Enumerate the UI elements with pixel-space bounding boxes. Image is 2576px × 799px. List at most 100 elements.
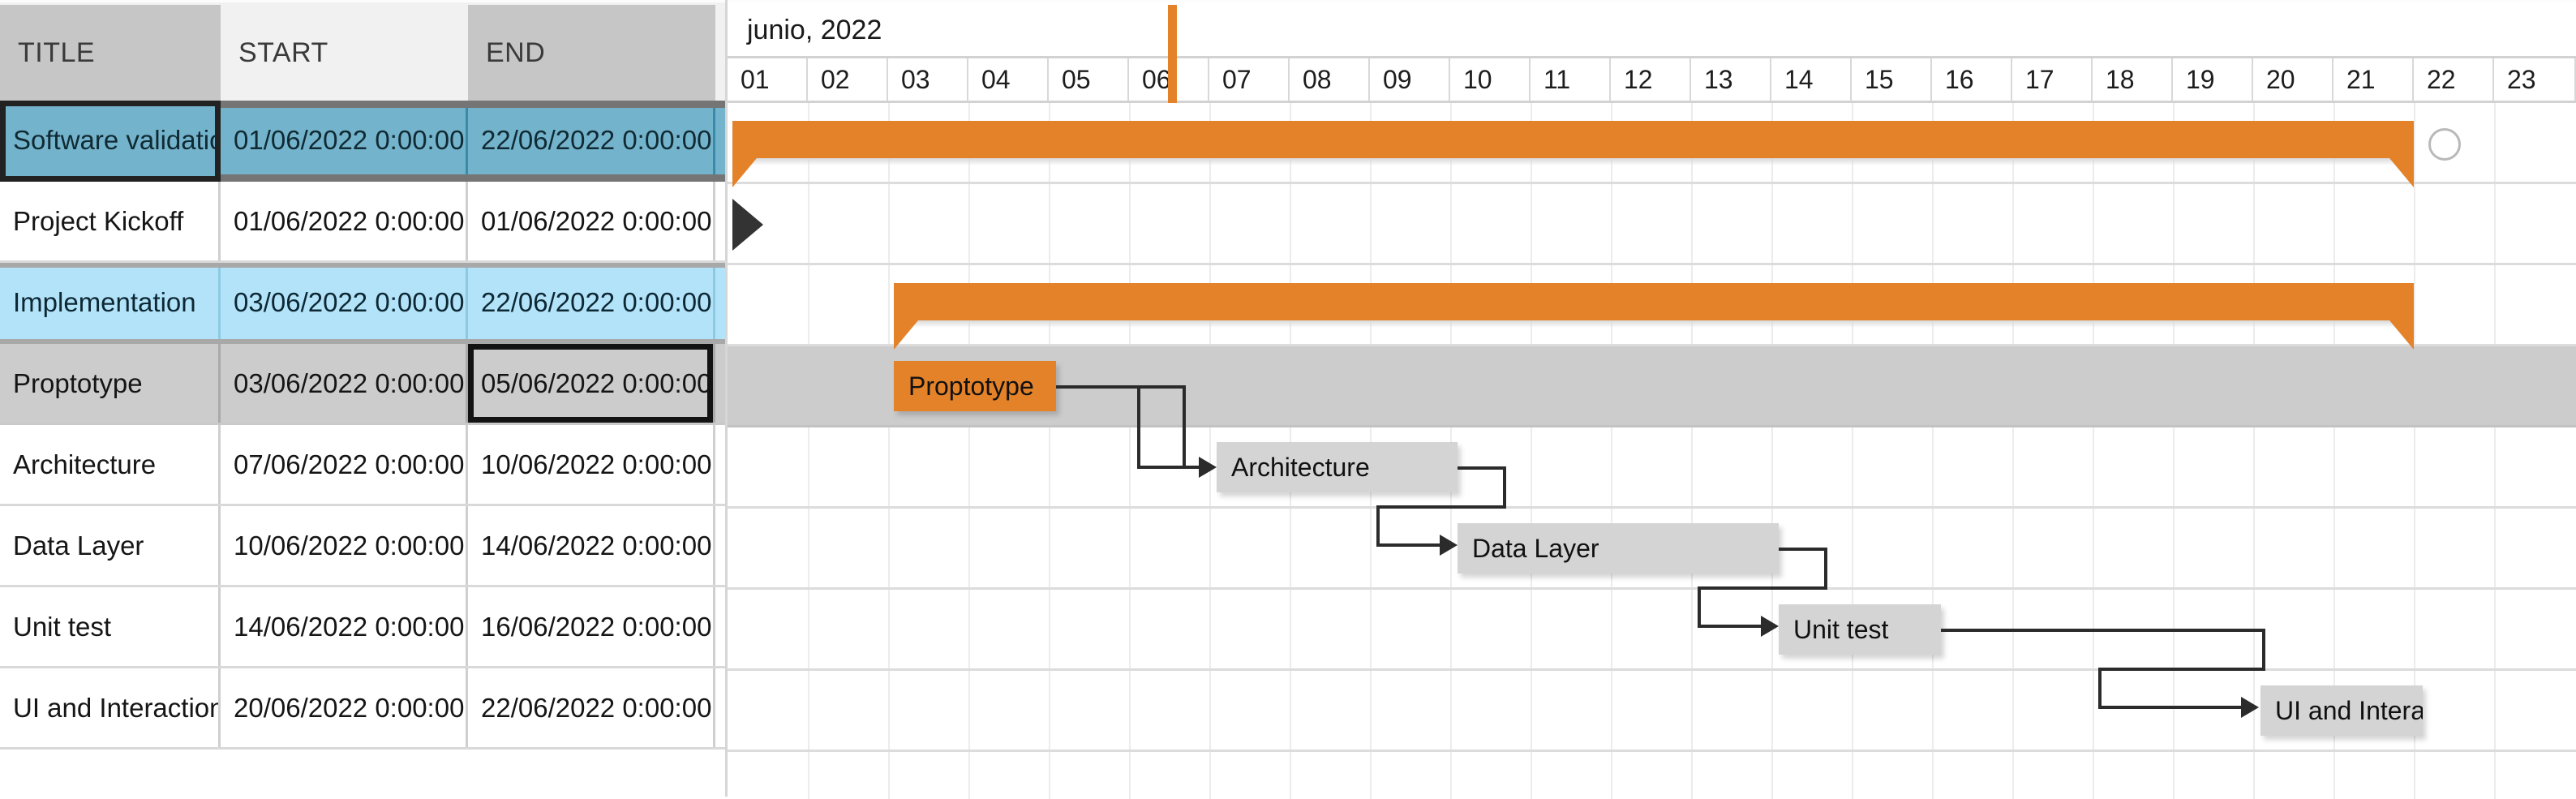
task-bar-label: Architecture	[1231, 452, 1370, 482]
day-cell-06[interactable]: 06	[1129, 58, 1209, 101]
table-row[interactable]: UI and Interaction 20/06/2022 0:00:00 22…	[0, 668, 725, 750]
column-header-end[interactable]: END	[468, 5, 715, 101]
day-cell-15[interactable]: 15	[1852, 58, 1932, 101]
day-cell-18[interactable]: 18	[2093, 58, 2173, 101]
timeline-panel[interactable]: junio, 2022 01 02 03 04 05 06 07 08 09 1…	[728, 0, 2576, 799]
summary-resize-handle[interactable]	[2428, 128, 2461, 161]
summary-bar-software-validation[interactable]	[732, 121, 2414, 187]
day-cell-01[interactable]: 01	[728, 58, 808, 101]
cell-title[interactable]: UI and Interaction	[0, 668, 221, 747]
timeline-row[interactable]	[728, 671, 2576, 752]
task-grid[interactable]: TITLE START END Software validation 01/0…	[0, 0, 728, 797]
day-cell-20[interactable]: 20	[2253, 58, 2333, 101]
task-bar-ui-and-interaction[interactable]: UI and Interac	[2260, 685, 2423, 736]
cell-end[interactable]: 05/06/2022 0:00:00	[468, 344, 715, 423]
timeline-row[interactable]	[728, 509, 2576, 590]
cell-start[interactable]: 03/06/2022 0:00:00	[221, 344, 468, 423]
cell-end[interactable]: 22/06/2022 0:00:00	[468, 101, 715, 179]
day-cell-19[interactable]: 19	[2173, 58, 2253, 101]
dependency-link	[1376, 505, 1380, 547]
table-row[interactable]: Data Layer 10/06/2022 0:00:00 14/06/2022…	[0, 506, 725, 587]
cell-end[interactable]: 16/06/2022 0:00:00	[468, 587, 715, 666]
task-bar-unit-test[interactable]: Unit test	[1779, 604, 1941, 655]
dependency-link	[2262, 629, 2265, 671]
day-cell-14[interactable]: 14	[1771, 58, 1852, 101]
table-row[interactable]: Software validation 01/06/2022 0:00:00 2…	[0, 101, 725, 182]
cell-start[interactable]: 14/06/2022 0:00:00	[221, 587, 468, 666]
cell-title[interactable]: Implementation	[0, 263, 221, 342]
day-cell-22[interactable]: 22	[2414, 58, 2494, 101]
cell-title[interactable]: Unit test	[0, 587, 221, 666]
cell-extra[interactable]: 0	[715, 344, 725, 423]
timeline-day-header: 01 02 03 04 05 06 07 08 09 10 11 12 13 1…	[728, 58, 2576, 103]
cell-title[interactable]: Proptotype	[0, 344, 221, 423]
cell-end[interactable]: 22/06/2022 0:00:00	[468, 668, 715, 747]
cell-extra[interactable]: 1	[715, 587, 725, 666]
cell-start[interactable]: 03/06/2022 0:00:00	[221, 263, 468, 342]
table-row[interactable]: Architecture 07/06/2022 0:00:00 10/06/20…	[0, 425, 725, 506]
cell-extra[interactable]: 0	[715, 506, 725, 585]
task-bar-proptotype[interactable]: Proptotype	[894, 361, 1056, 411]
task-bar-data-layer[interactable]: Data Layer	[1458, 523, 1779, 573]
day-cell-13[interactable]: 13	[1691, 58, 1771, 101]
task-bar-architecture[interactable]: Architecture	[1217, 442, 1458, 492]
cell-end[interactable]: 01/06/2022 0:00:00	[468, 182, 715, 260]
cell-end[interactable]: 22/06/2022 0:00:00	[468, 263, 715, 342]
dependency-link	[1137, 385, 1140, 467]
column-header-start[interactable]: START	[221, 5, 468, 101]
cell-start[interactable]: 01/06/2022 0:00:00	[221, 101, 468, 179]
column-header-end-label: END	[486, 37, 546, 68]
cell-extra[interactable]: 0	[715, 101, 725, 179]
cell-title[interactable]: Software validation	[0, 101, 221, 179]
cell-extra[interactable]: 3	[715, 182, 725, 260]
timeline-row[interactable]	[728, 590, 2576, 671]
dependency-link	[2098, 706, 2244, 709]
dependency-link	[1056, 385, 1186, 389]
day-cell-05[interactable]: 05	[1049, 58, 1129, 101]
table-row[interactable]: Unit test 14/06/2022 0:00:00 16/06/2022 …	[0, 587, 725, 668]
summary-cap-left	[894, 320, 918, 350]
cell-title[interactable]: Data Layer	[0, 506, 221, 585]
bar-shadow	[894, 320, 2414, 328]
day-cell-23[interactable]: 23	[2494, 58, 2576, 101]
summary-bar-implementation[interactable]	[894, 283, 2414, 350]
timeline-row[interactable]	[728, 427, 2576, 509]
dependency-link	[1503, 466, 1506, 509]
cell-title[interactable]: Project Kickoff	[0, 182, 221, 260]
day-cell-04[interactable]: 04	[968, 58, 1049, 101]
cell-extra[interactable]: 1	[715, 668, 725, 747]
cell-start[interactable]: 07/06/2022 0:00:00	[221, 425, 468, 504]
day-cell-16[interactable]: 16	[1932, 58, 2012, 101]
day-cell-11[interactable]: 11	[1531, 58, 1611, 101]
cell-extra[interactable]: 0	[715, 425, 725, 504]
day-cell-07[interactable]: 07	[1209, 58, 1290, 101]
cell-start[interactable]: 20/06/2022 0:00:00	[221, 668, 468, 747]
day-cell-08[interactable]: 08	[1290, 58, 1370, 101]
cell-end[interactable]: 10/06/2022 0:00:00	[468, 425, 715, 504]
day-cell-21[interactable]: 21	[2333, 58, 2414, 101]
day-cell-02[interactable]: 02	[808, 58, 888, 101]
day-cell-12[interactable]: 12	[1611, 58, 1691, 101]
column-header-extra[interactable]	[715, 5, 725, 101]
cell-title[interactable]: Architecture	[0, 425, 221, 504]
day-cell-17[interactable]: 17	[2012, 58, 2093, 101]
cell-end[interactable]: 14/06/2022 0:00:00	[468, 506, 715, 585]
dependency-link	[1941, 629, 2265, 632]
timeline-row[interactable]	[728, 265, 2576, 346]
day-cell-10[interactable]: 10	[1450, 58, 1531, 101]
cell-extra[interactable]: 0	[715, 263, 725, 342]
timeline-row[interactable]	[728, 103, 2576, 184]
timeline-row[interactable]	[728, 184, 2576, 265]
milestone-marker-project-kickoff[interactable]	[732, 199, 763, 251]
day-cell-03[interactable]: 03	[888, 58, 968, 101]
table-row[interactable]: Implementation 03/06/2022 0:00:00 22/06/…	[0, 263, 725, 344]
grid-empty-area	[0, 750, 725, 797]
cell-start[interactable]: 10/06/2022 0:00:00	[221, 506, 468, 585]
day-cell-09[interactable]: 09	[1370, 58, 1450, 101]
cell-start[interactable]: 01/06/2022 0:00:00	[221, 182, 468, 260]
table-row[interactable]: Project Kickoff 01/06/2022 0:00:00 01/06…	[0, 182, 725, 263]
table-row[interactable]: Proptotype 03/06/2022 0:00:00 05/06/2022…	[0, 344, 725, 425]
column-header-title[interactable]: TITLE	[0, 5, 221, 101]
dependency-link	[1824, 548, 1827, 590]
